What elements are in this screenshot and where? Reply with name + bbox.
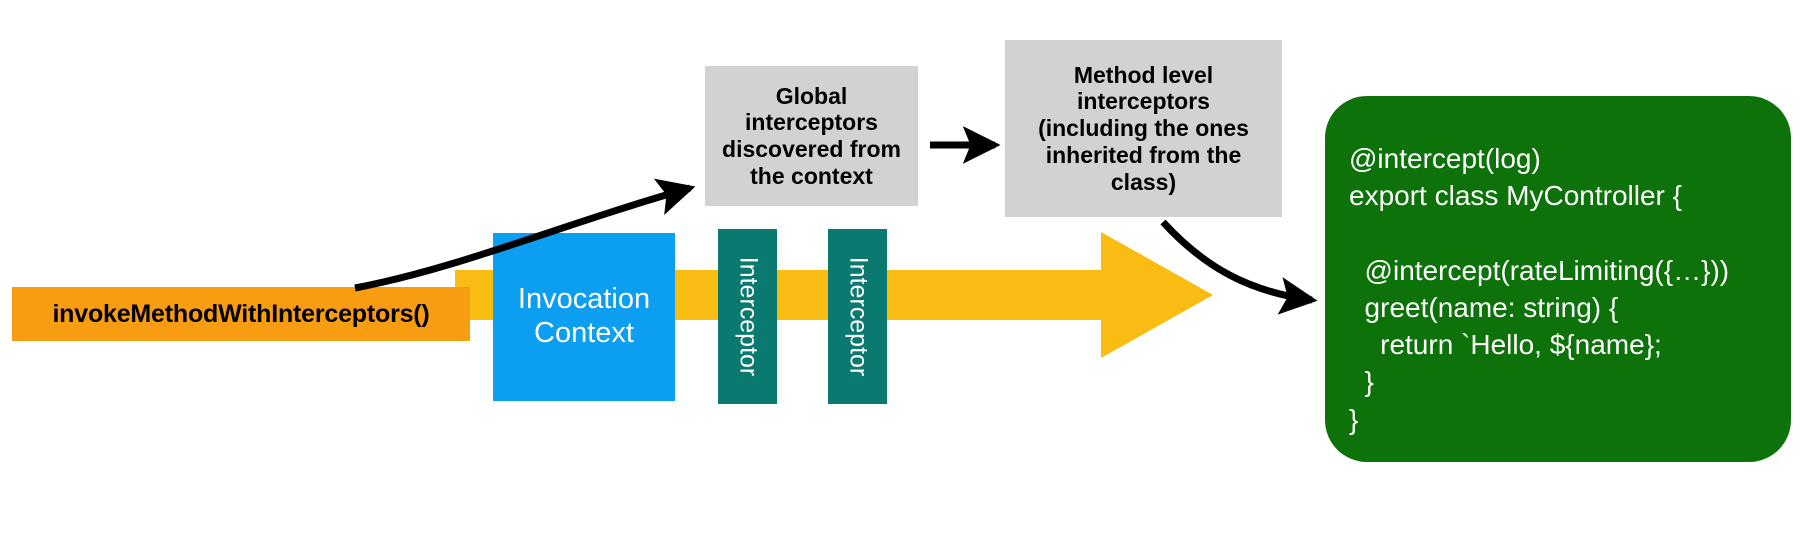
invoke-method-box[interactable]: invokeMethodWithInterceptors(): [12, 287, 470, 341]
interceptor-label-2: Interceptor: [844, 256, 873, 377]
invocation-context-box[interactable]: Invocation Context: [493, 233, 675, 401]
invocation-context-label: Invocation Context: [517, 283, 651, 349]
code-panel[interactable]: @intercept(log) export class MyControlle…: [1325, 96, 1791, 462]
interceptor-box-2[interactable]: Interceptor: [828, 229, 887, 404]
code-snippet: @intercept(log) export class MyControlle…: [1349, 143, 1730, 435]
interceptor-label-1: Interceptor: [734, 256, 763, 377]
global-interceptors-box[interactable]: Global interceptors discovered from the …: [705, 66, 918, 206]
global-interceptors-label: Global interceptors discovered from the …: [722, 82, 901, 189]
interceptor-box-1[interactable]: Interceptor: [718, 229, 777, 404]
invoke-method-label: invokeMethodWithInterceptors(): [52, 299, 430, 328]
method-level-interceptors-label: Method level interceptors (including the…: [1038, 61, 1249, 195]
method-level-interceptors-box[interactable]: Method level interceptors (including the…: [1005, 40, 1282, 217]
